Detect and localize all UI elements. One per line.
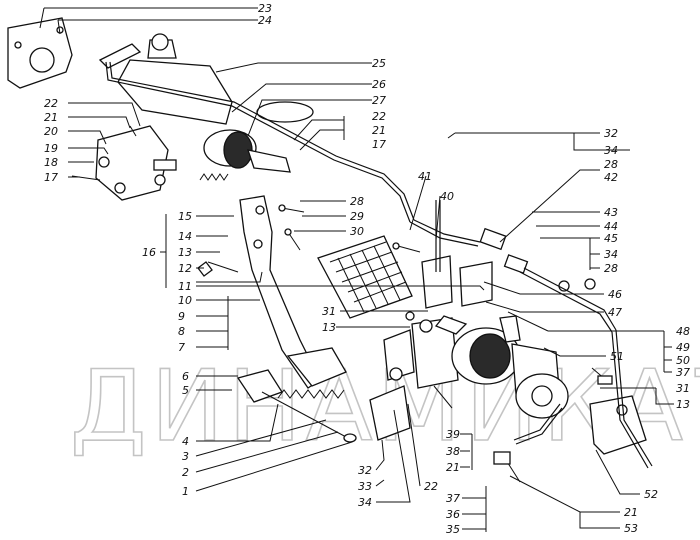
callout-1: 1 — [182, 485, 189, 498]
callout-30: 30 — [350, 225, 364, 238]
callout-17-right: 17 — [372, 138, 386, 151]
callout-22-right: 22 — [372, 110, 386, 123]
callout-21-right: 21 — [372, 124, 386, 137]
callout-21-bottom: 21 — [624, 506, 638, 519]
callout-33: 33 — [358, 480, 372, 493]
callout-28-mid: 28 — [350, 195, 364, 208]
callout-27: 27 — [372, 94, 386, 107]
callout-34-lower: 34 — [358, 496, 372, 509]
callout-8: 8 — [178, 325, 185, 338]
callout-36: 36 — [446, 508, 460, 521]
callout-6: 6 — [182, 370, 189, 383]
callout-21-left: 21 — [44, 111, 58, 124]
callout-32-top: 32 — [604, 127, 618, 140]
callout-28-lower: 28 — [604, 262, 618, 275]
callout-34-mid: 34 — [604, 248, 618, 261]
callout-10: 10 — [178, 294, 192, 307]
callout-2: 2 — [182, 466, 189, 479]
callout-15: 15 — [178, 210, 192, 223]
parts-illustration — [7, 17, 647, 483]
callout-32-lower: 32 — [358, 464, 372, 477]
callout-11: 11 — [178, 280, 192, 293]
callout-44: 44 — [604, 220, 618, 233]
callout-22-left: 22 — [44, 97, 58, 110]
callout-39: 39 — [446, 428, 460, 441]
pipes — [105, 61, 653, 469]
callout-41: 41 — [418, 170, 432, 183]
callout-49: 49 — [676, 341, 690, 354]
callout-17-left: 17 — [44, 171, 58, 184]
callout-38: 38 — [446, 445, 460, 458]
callout-50: 50 — [676, 354, 690, 367]
callout-12: 12 — [178, 262, 192, 275]
callout-26: 26 — [372, 78, 386, 91]
callout-34-top: 34 — [604, 144, 618, 157]
callout-48: 48 — [676, 325, 690, 338]
callout-20: 20 — [44, 125, 58, 138]
callout-18: 18 — [44, 156, 58, 169]
callout-7: 7 — [178, 341, 185, 354]
callout-37-lower: 37 — [446, 492, 460, 505]
callout-13-left: 13 — [178, 246, 192, 259]
leader-lines — [39, 7, 674, 532]
callout-29: 29 — [350, 210, 364, 223]
callout-47: 47 — [608, 306, 622, 319]
callout-52: 52 — [644, 488, 658, 501]
callout-35: 35 — [446, 523, 460, 536]
callout-28-top: 28 — [604, 158, 618, 171]
callout-25: 25 — [372, 57, 386, 70]
callout-31-mid: 31 — [322, 305, 336, 318]
callout-16: 16 — [142, 246, 156, 259]
callout-labels: 23 24 25 26 27 22 21 17 22 21 20 19 18 1… — [44, 2, 690, 536]
callout-45: 45 — [604, 232, 618, 245]
callout-51: 51 — [610, 350, 624, 363]
callout-13-right: 13 — [676, 398, 690, 411]
callout-23: 23 — [258, 2, 272, 15]
callout-19: 19 — [44, 142, 58, 155]
callout-53: 53 — [624, 522, 638, 535]
callout-9: 9 — [178, 310, 185, 323]
callout-43: 43 — [604, 206, 618, 219]
callout-21-lower: 21 — [446, 461, 460, 474]
callout-22-lower: 22 — [424, 480, 438, 493]
callout-40: 40 — [440, 190, 454, 203]
callout-5: 5 — [182, 384, 189, 397]
callout-37-right: 37 — [676, 366, 690, 379]
callout-24: 24 — [258, 14, 272, 27]
callout-46: 46 — [608, 288, 622, 301]
callout-4: 4 — [182, 435, 189, 448]
callout-3: 3 — [182, 450, 189, 463]
callout-13-mid: 13 — [322, 321, 336, 334]
callout-42: 42 — [604, 171, 618, 184]
callout-31-right: 31 — [676, 382, 690, 395]
callout-14: 14 — [178, 230, 192, 243]
